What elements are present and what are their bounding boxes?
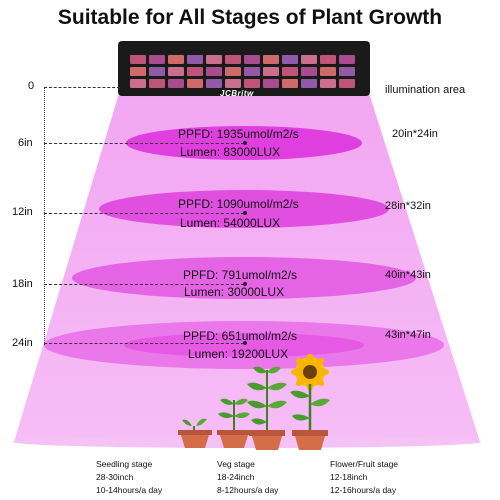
led-chip: [301, 79, 317, 88]
led-chip: [225, 55, 241, 64]
level-1-ppfd: PPFD: 1935umol/m2/s: [178, 127, 299, 141]
led-chip: [339, 79, 355, 88]
led-chip: [263, 67, 279, 76]
stage-veg-name: Veg stage: [217, 459, 255, 469]
led-chip: [187, 55, 203, 64]
ruler-dot: [243, 341, 247, 345]
stage-flower-height: 12-18inch: [330, 472, 368, 482]
ruler-tick-0: [44, 87, 120, 88]
led-chip: [168, 67, 184, 76]
level-3-area: 40in*43in: [385, 269, 431, 281]
led-chip: [282, 55, 298, 64]
stage-veg-height: 18-24inch: [217, 472, 255, 482]
ruler-tick-12in: [44, 213, 244, 214]
led-chip: [187, 79, 203, 88]
led-chip: [301, 55, 317, 64]
sprout-pot-icon: [217, 398, 251, 448]
led-chip: [187, 67, 203, 76]
brand-logo: JCBritw: [220, 89, 254, 98]
ruler-tick-6in: [44, 143, 244, 144]
level-2-ppfd: PPFD: 1090umol/m2/s: [178, 197, 299, 211]
led-chip: [149, 79, 165, 88]
led-chip: [130, 67, 146, 76]
stage-seedling-height: 28-30inch: [96, 472, 134, 482]
led-chip: [168, 79, 184, 88]
level-1-lumen: Lumen: 83000LUX: [180, 145, 281, 159]
level-ellipse-3: [72, 257, 416, 299]
led-chip: [206, 55, 222, 64]
led-chip: [130, 55, 146, 64]
level-3-lumen: Lumen: 30000LUX: [184, 285, 285, 299]
stage-seedling-name: Seedling stage: [96, 459, 153, 469]
level-ellipse-2: [99, 190, 389, 228]
led-chip: [263, 55, 279, 64]
led-chip: [149, 55, 165, 64]
ruler-label-0: 0: [28, 80, 35, 92]
stage-seedling-hours: 10-14hours/a day: [96, 485, 163, 495]
led-chip: [130, 79, 146, 88]
led-chip: [320, 55, 336, 64]
level-2-lumen: Lumen: 54000LUX: [180, 216, 281, 230]
led-chip: [339, 67, 355, 76]
stage-veg-hours: 8-12hours/a day: [217, 485, 279, 495]
led-chip: [244, 67, 260, 76]
level-1-area: 20in*24in: [392, 128, 438, 140]
level-3-ppfd: PPFD: 791umol/m2/s: [183, 268, 298, 282]
ruler-label-6in: 6in: [18, 137, 33, 149]
sunflower-pot-icon: [290, 354, 330, 450]
height-ruler: [44, 88, 45, 345]
grow-light-panel: JCBritw: [118, 41, 370, 98]
led-chip: [263, 79, 279, 88]
stage-seedling: Seedling stage 28-30inch 10-14hours/a da…: [96, 458, 162, 497]
ruler-dot: [243, 282, 247, 286]
ruler-label-18in: 18in: [12, 278, 33, 290]
ruler-label-24in: 24in: [12, 337, 33, 349]
stage-flower-hours: 12-16hours/a day: [330, 485, 397, 495]
led-chip: [339, 55, 355, 64]
led-chip: [301, 67, 317, 76]
led-chip: [149, 67, 165, 76]
seedling-pot-icon: [178, 418, 212, 448]
led-chip: [244, 55, 260, 64]
led-chip: [244, 79, 260, 88]
led-chip: [168, 55, 184, 64]
led-chip: [282, 79, 298, 88]
level-4-area: 43in*47in: [385, 329, 431, 341]
page-title: Suitable for All Stages of Plant Growth: [57, 6, 443, 29]
ruler-tick-18in: [44, 284, 244, 285]
stage-flower-name: Flower/Fruit stage: [330, 459, 399, 469]
illumination-area-header: illumination area: [385, 84, 466, 96]
stage-flower: Flower/Fruit stage 12-18inch 12-16hours/…: [330, 458, 398, 497]
veg-plant-pot-icon: [247, 366, 287, 450]
led-chip: [206, 67, 222, 76]
ruler-label-12in: 12in: [12, 206, 33, 218]
led-chip: [225, 79, 241, 88]
led-chip: [225, 67, 241, 76]
level-4-ppfd: PPFD: 651umol/m2/s: [183, 329, 298, 343]
led-chip: [320, 79, 336, 88]
led-chip: [282, 67, 298, 76]
led-grid: [130, 55, 355, 88]
ruler-dot: [243, 141, 247, 145]
ruler-dot: [243, 211, 247, 215]
stage-veg: Veg stage 18-24inch 8-12hours/a day: [217, 458, 278, 497]
led-chip: [206, 79, 222, 88]
level-4-lumen: Lumen: 19200LUX: [188, 347, 289, 361]
led-chip: [320, 67, 336, 76]
ruler-tick-24in: [44, 343, 244, 344]
level-2-area: 28in*32in: [385, 200, 431, 212]
